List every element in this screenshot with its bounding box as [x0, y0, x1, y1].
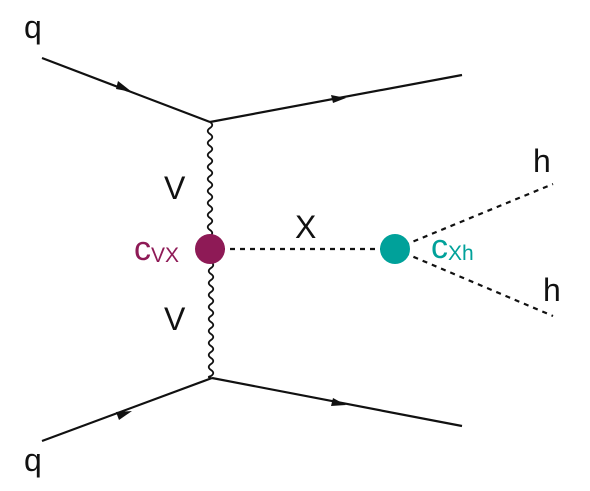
arrow-icon: [331, 398, 346, 406]
higgs-line-top: [394, 182, 554, 251]
higgs-line-bottom: [394, 247, 554, 318]
boson-line-top: [206, 121, 214, 237]
label-h-bottom: h: [543, 272, 561, 308]
vertex-xh: [380, 234, 410, 264]
arrow-icon: [116, 81, 132, 92]
coupling-xh-subscript: Xh: [448, 242, 474, 265]
label-q-top: q: [24, 9, 42, 45]
label-x: X: [295, 209, 316, 245]
quark-line-bottom-incoming: [41, 376, 213, 443]
boson-line-bottom: [207, 261, 215, 379]
label-v-top: V: [164, 170, 186, 206]
coupling-label-xh: cXh: [431, 228, 474, 266]
coupling-label-vx: cVX: [134, 230, 179, 268]
coupling-xh-symbol: c: [431, 228, 448, 266]
arrow-icon: [331, 95, 346, 103]
label-v-bottom: V: [164, 301, 186, 337]
coupling-vx-symbol: c: [134, 230, 151, 268]
label-q-bottom: q: [24, 442, 42, 478]
label-h-top: h: [533, 143, 551, 179]
arrow-icon: [116, 411, 132, 420]
vertex-vx: [195, 234, 225, 264]
coupling-vx-subscript: VX: [151, 244, 179, 267]
